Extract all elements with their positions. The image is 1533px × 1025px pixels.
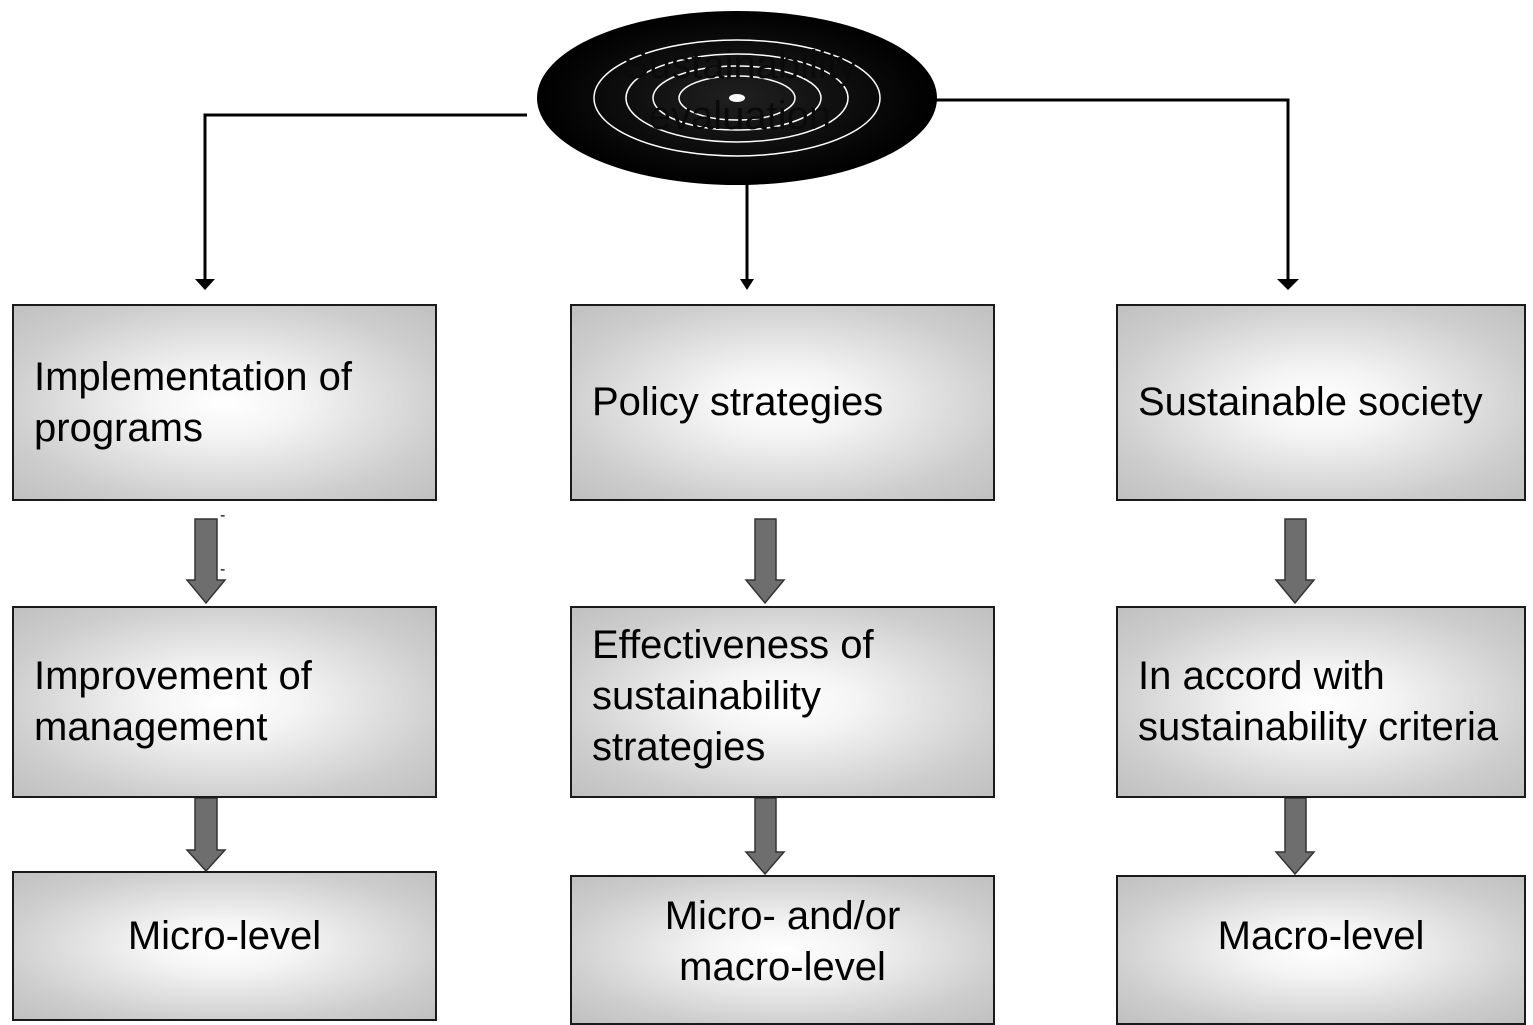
box-micro-and-or-macro-level: Micro- and/or macro-level: [570, 875, 995, 1025]
hub-label: Sustainability evaluation: [560, 40, 920, 142]
box-micro-level: Micro-level: [12, 871, 437, 1021]
tick-mark: -: [220, 561, 226, 578]
arrowhead-to-society: [1277, 279, 1299, 290]
box-text-line: Improvement of: [34, 654, 312, 698]
connector-to-implementation: [203, 113, 527, 280]
hub-label-line2: evaluation: [648, 94, 832, 138]
down-arrow-col2-lower: [744, 797, 786, 876]
box-text-line: programs: [34, 405, 203, 450]
box-implementation-of-programs: Implementation of programs: [12, 304, 437, 501]
box-text-line: Micro- and/or: [664, 894, 901, 938]
box-text-line: Policy strategies: [592, 380, 884, 424]
box-text-line: Implementation of: [34, 354, 352, 399]
box-text-line: Macro-level: [1217, 913, 1425, 958]
box-policy-strategies: Policy strategies: [570, 304, 995, 501]
box-text-line: macro-level: [679, 945, 886, 989]
concentric-rings-icon: [537, 11, 937, 185]
hub-label-line1: Sustainability: [622, 43, 858, 87]
box-text-line: Effectiveness of: [592, 623, 874, 667]
arrowhead-to-policy: [740, 279, 754, 290]
box-in-accord-with-sustainability-criteria: In accord with sustainability criteria: [1116, 606, 1526, 798]
down-arrow-col1-lower: [185, 797, 227, 873]
box-text-line: In accord with: [1138, 654, 1385, 698]
down-arrow-col3-lower: [1274, 797, 1316, 876]
box-text-line: management: [34, 705, 268, 749]
connector-to-society: [935, 98, 1290, 280]
box-text-line: Micro-level: [127, 913, 322, 958]
box-improvement-of-management: Improvement of management: [12, 606, 437, 798]
down-arrow-col3-upper: [1274, 518, 1316, 605]
arrowhead-to-implementation: [195, 279, 215, 290]
box-macro-level: Macro-level: [1116, 875, 1526, 1025]
box-text-line: Sustainable society: [1138, 380, 1483, 424]
box-effectiveness-of-sustainability-strategies: Effectiveness of sustainability strategi…: [570, 606, 995, 798]
tick-mark: -: [220, 507, 226, 524]
box-sustainable-society: Sustainable society: [1116, 304, 1526, 501]
box-text-line: strategies: [592, 725, 766, 769]
box-text-line: sustainability: [592, 674, 822, 718]
down-arrow-col2-upper: [744, 518, 786, 605]
down-arrow-col1-upper: [185, 518, 227, 605]
box-text-line: sustainability criteria: [1138, 705, 1499, 749]
